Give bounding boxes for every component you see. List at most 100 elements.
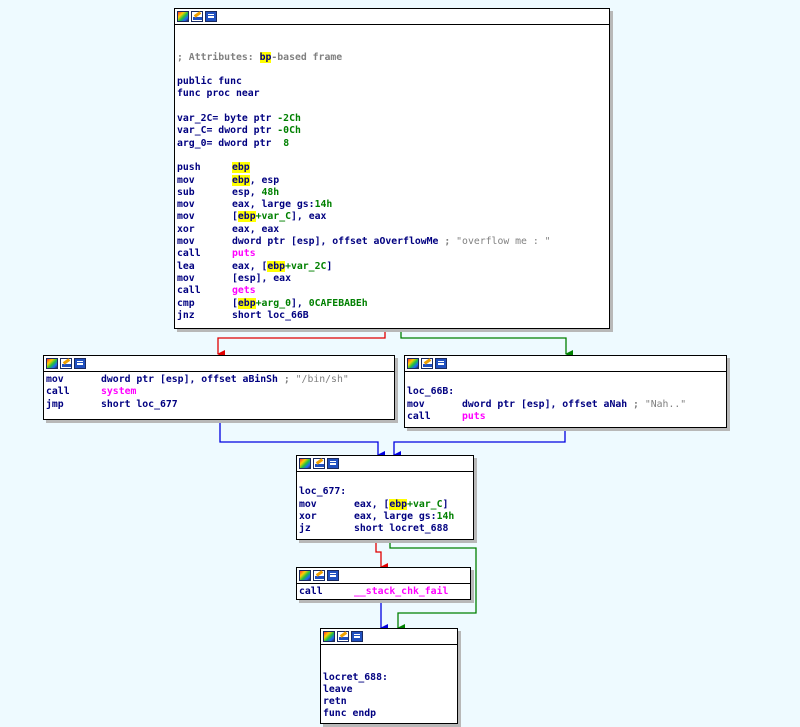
register-highlight[interactable]: ebp <box>389 498 408 510</box>
var-name[interactable]: var_C <box>177 125 207 137</box>
mnemonic: mov <box>407 398 425 410</box>
list-view-icon[interactable] <box>327 458 339 469</box>
graph-view-icon[interactable] <box>46 358 58 369</box>
var-name[interactable]: arg_0 <box>177 137 207 149</box>
code-label[interactable]: retn <box>323 696 347 708</box>
blank-line <box>299 474 471 486</box>
operand-text: ], <box>291 297 309 309</box>
code-line: retn <box>323 696 455 708</box>
edit-icon[interactable] <box>191 11 203 22</box>
comment-separator: ; <box>438 236 457 248</box>
node-titlebar <box>297 568 470 584</box>
code-line: mov[ebp+var_C], eax <box>177 211 607 223</box>
code-line: locret_688: <box>323 672 455 684</box>
numeric-operand: 48h <box>261 186 280 198</box>
numeric-operand: +var_2C <box>285 260 327 272</box>
var-decl: = dword ptr <box>206 125 278 137</box>
mnemonic: mov <box>46 374 64 385</box>
mnemonic: call <box>46 386 70 398</box>
edit-icon[interactable] <box>60 358 72 369</box>
node-titlebar <box>44 356 394 372</box>
code-label[interactable]: loc_66B: <box>407 386 455 398</box>
mnemonic: mov <box>177 211 195 223</box>
operand-text: eax, eax <box>232 223 280 235</box>
operand-text: short loc_66B <box>232 309 309 321</box>
register-highlight[interactable]: ebp <box>232 174 250 186</box>
register-highlight[interactable]: ebp <box>232 162 250 174</box>
numeric-operand: +var_C <box>407 498 443 510</box>
list-view-icon[interactable] <box>435 358 447 369</box>
declaration: func proc near <box>177 88 260 100</box>
function-ref[interactable]: __stack_chk_fail <box>354 586 449 597</box>
edit-icon[interactable] <box>313 570 325 581</box>
mnemonic: xor <box>299 510 317 522</box>
edit-icon[interactable] <box>313 458 325 469</box>
code-line: arg_0= dword ptr 8 <box>177 138 607 150</box>
numeric-operand: 14h <box>314 199 333 211</box>
mnemonic: sub <box>177 186 195 198</box>
comment-string: "Nah.." <box>644 398 687 410</box>
var-name[interactable]: var_2C <box>177 113 213 125</box>
operand-text: eax, large gs: <box>354 510 437 522</box>
function-ref[interactable]: system <box>101 386 137 398</box>
list-view-icon[interactable] <box>351 631 363 642</box>
mnemonic: cmp <box>177 297 195 309</box>
operand-text: [ <box>232 297 238 309</box>
code-label[interactable]: func endp <box>323 708 377 720</box>
code-line: var_C= dword ptr -0Ch <box>177 125 607 137</box>
mnemonic: mov <box>177 236 195 248</box>
register-highlight[interactable]: ebp <box>237 297 256 309</box>
graph-view-icon[interactable] <box>407 358 419 369</box>
operand-text: ], eax <box>291 211 327 223</box>
code-line: mov[esp], eax <box>177 273 607 285</box>
function-ref[interactable]: gets <box>232 285 256 297</box>
edit-icon[interactable] <box>421 358 433 369</box>
graph-view-icon[interactable] <box>299 570 311 581</box>
list-view-icon[interactable] <box>327 570 339 581</box>
operand-text: [esp], eax <box>232 272 291 284</box>
operand-text: eax, [ <box>232 260 268 272</box>
code-label[interactable]: loc_677: <box>299 486 347 498</box>
function-ref[interactable]: puts <box>232 248 256 260</box>
node-stack-chk[interactable]: call __stack_chk_fail <box>296 567 471 600</box>
code-label[interactable]: locret_688: <box>323 671 388 683</box>
register-highlight[interactable]: ebp <box>237 211 256 223</box>
graph-view-icon[interactable] <box>323 631 335 642</box>
function-ref[interactable]: puts <box>462 410 486 422</box>
numeric-operand: +arg_0 <box>255 297 291 309</box>
operand-text: [ <box>232 211 238 223</box>
code-line: call system <box>46 386 392 398</box>
edit-icon[interactable] <box>337 631 349 642</box>
mnemonic: jmp <box>46 398 64 410</box>
mnemonic: push <box>177 162 201 174</box>
node-titlebar <box>405 356 726 372</box>
code-line: func endp <box>323 708 455 720</box>
blank-line <box>177 39 607 51</box>
graph-view-icon[interactable] <box>299 458 311 469</box>
list-view-icon[interactable] <box>205 11 217 22</box>
mnemonic: call <box>299 586 323 597</box>
list-view-icon[interactable] <box>74 358 86 369</box>
register-highlight[interactable]: ebp <box>267 260 286 272</box>
mnemonic: call <box>177 248 201 260</box>
mnemonic: call <box>177 285 201 297</box>
graph-view-icon[interactable] <box>177 11 189 22</box>
code-label[interactable]: leave <box>323 683 353 695</box>
edge-loc-677-to-stack-chk <box>375 540 388 571</box>
register-highlight[interactable]: bp <box>259 51 272 63</box>
var-offset: -2Ch <box>277 113 301 125</box>
